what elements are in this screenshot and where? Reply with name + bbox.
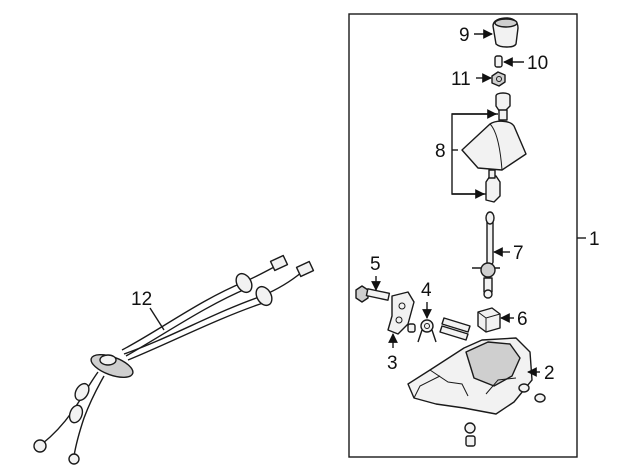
bolt xyxy=(355,285,391,303)
nut xyxy=(491,71,506,87)
callout-6: 6 xyxy=(517,309,528,330)
callout-1: 1 xyxy=(589,229,600,250)
callout-3: 3 xyxy=(387,353,398,374)
shift-cable-assembly xyxy=(33,254,315,465)
callout-5: 5 xyxy=(370,254,381,275)
pin xyxy=(494,55,503,68)
lever-bushing xyxy=(477,307,501,333)
leader-12 xyxy=(149,307,165,331)
shift-boot xyxy=(461,92,527,203)
assembly-frame xyxy=(348,13,578,458)
shift-knob xyxy=(492,17,519,48)
callout-12: 12 xyxy=(131,289,152,310)
callout-8: 8 xyxy=(435,141,446,162)
shifter-base xyxy=(407,337,546,447)
callout-9: 9 xyxy=(459,25,470,46)
callout-4: 4 xyxy=(421,280,432,301)
shift-lever xyxy=(472,211,500,299)
callout-10: 10 xyxy=(527,53,548,74)
callout-7: 7 xyxy=(513,243,524,264)
callout-2: 2 xyxy=(544,363,555,384)
callout-11: 11 xyxy=(451,69,471,90)
bracket xyxy=(387,291,415,335)
clip xyxy=(407,317,471,343)
